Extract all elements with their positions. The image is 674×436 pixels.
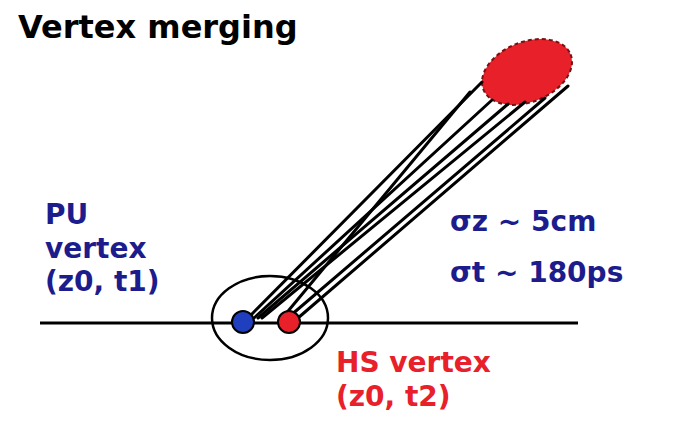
pu-vertex-dot <box>232 311 254 333</box>
hs-vertex-label: HS vertex (z0, t2) <box>336 346 508 413</box>
beam-line <box>40 322 578 325</box>
sigma-z-label: σz ~ 5cm <box>450 205 596 239</box>
hs-vertex-dot <box>278 311 300 333</box>
sigma-t-label: σt ~ 180ps <box>450 256 623 290</box>
pu-vertex-label: PU vertex (z0, t1) <box>45 198 170 299</box>
merge-circle <box>212 276 328 360</box>
diagram-title: Vertex merging <box>18 8 298 46</box>
